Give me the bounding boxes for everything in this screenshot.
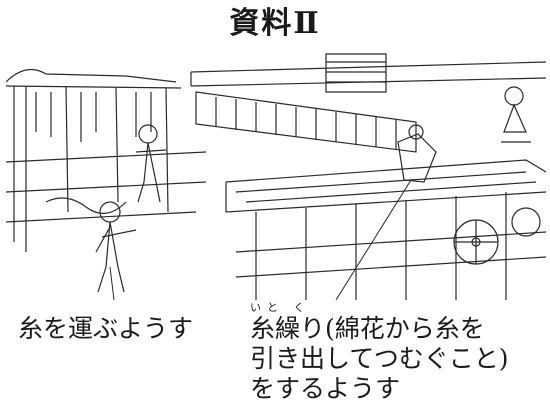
caption-thread-reeling: 糸繰り(綿花から糸を 引き出してつむぐこと) をするようす xyxy=(250,314,509,404)
figure-title: 資料Ⅱ xyxy=(229,6,321,41)
caption-line-1: 糸繰り(綿花から糸を xyxy=(250,314,485,343)
caption-ruby-ito-ku: いと く xyxy=(250,301,311,314)
woodblock-illustration xyxy=(6,53,546,300)
caption-line-3: をするようす xyxy=(250,374,401,403)
caption-line-2: 引き出してつむぐこと) xyxy=(250,344,509,373)
caption-carrying-thread: 糸を運ぶようす xyxy=(18,314,194,343)
